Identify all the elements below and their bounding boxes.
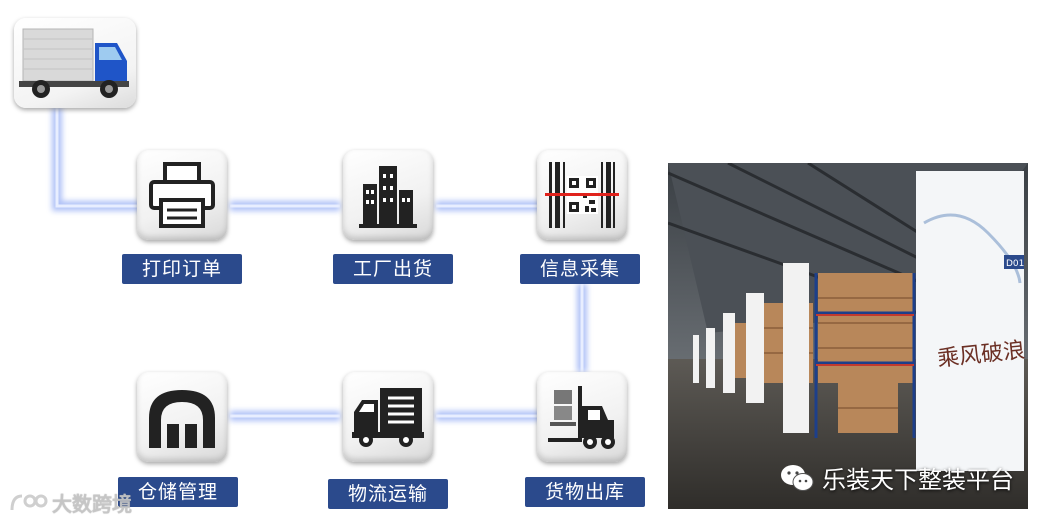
step-print-order-label: 打印订单 — [122, 254, 242, 284]
photo-caption: 乐装天下整装平台 — [780, 460, 1014, 495]
step-storage-tile — [137, 372, 227, 462]
step-factory-ship-tile — [343, 150, 433, 240]
step-logistics-label: 物流运输 — [328, 479, 448, 509]
factory-icon — [359, 166, 417, 228]
qr-scan-icon — [545, 162, 619, 228]
step-print-order-tile — [137, 150, 227, 240]
warehouse-photo-illustration: D01 乘风破浪 筑梦远航 — [668, 163, 1028, 509]
step-info-collect-tile — [537, 150, 627, 240]
warehouse-photo: D01 乘风破浪 筑梦远航 乐装天下整装平台 — [668, 163, 1028, 509]
delivery-truck-icon — [352, 388, 424, 447]
photo-caption-text: 乐装天下整装平台 — [822, 466, 1014, 494]
warehouse-icon — [149, 390, 215, 448]
step-goods-out-tile — [537, 372, 627, 462]
wechat-icon — [781, 464, 814, 491]
step-logistics-tile — [343, 372, 433, 462]
step-storage-label: 仓储管理 — [118, 477, 238, 507]
forklift-icon — [548, 386, 615, 449]
banner-code: D01 — [1006, 259, 1024, 269]
printer-icon — [149, 162, 215, 228]
start-truck-tile — [14, 18, 136, 108]
step-goods-out-label: 货物出库 — [525, 477, 645, 507]
watermark-text: 大数跨境 — [52, 492, 132, 516]
watermark-logo-icon — [10, 494, 48, 510]
step-factory-ship-label: 工厂出货 — [333, 254, 453, 284]
watermark: 大数跨境 — [8, 488, 132, 517]
step-info-collect-label: 信息采集 — [520, 254, 640, 284]
truck-icon — [19, 28, 129, 98]
